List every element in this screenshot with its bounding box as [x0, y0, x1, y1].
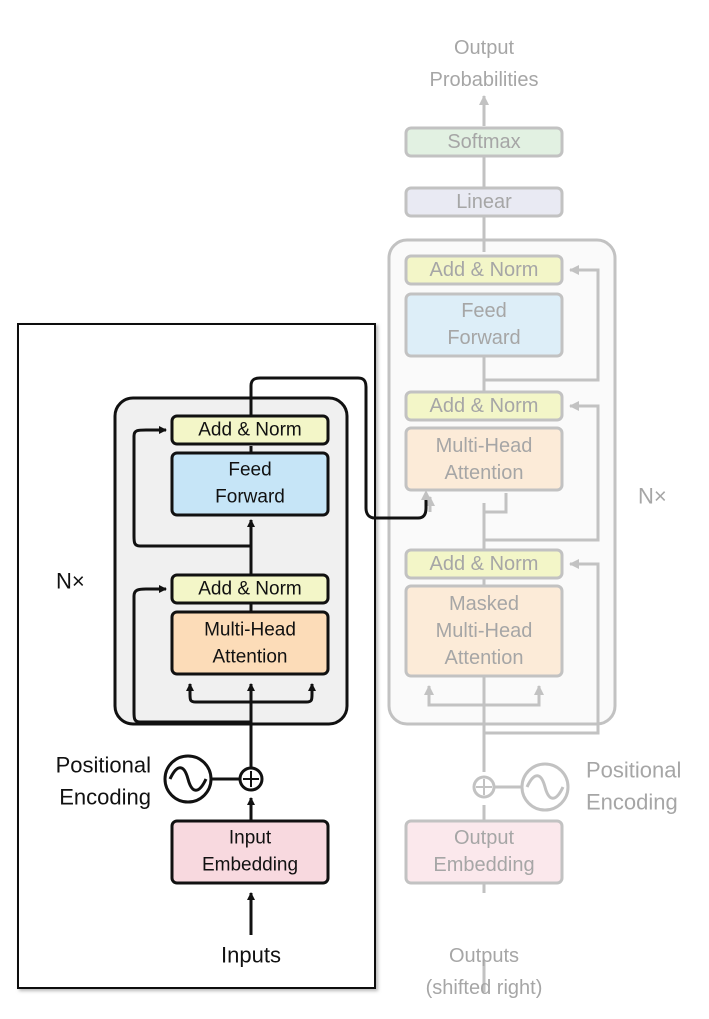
encoder-positional-encoding-line2: Encoding	[59, 785, 151, 810]
encoder-feed-forward-box	[170, 451, 330, 517]
decoder-feed-forward-line1: Feed	[461, 300, 507, 322]
decoder-masked-attention-box	[404, 584, 564, 678]
decoder-linear-label: Linear	[456, 191, 512, 213]
decoder-softmax-label: Softmax	[447, 131, 520, 153]
encoder-attention-line2: Attention	[213, 647, 288, 668]
encoder-add-norm-bottom-box	[170, 573, 330, 605]
encoder-add-norm-bottom-label: Add & Norm	[198, 579, 301, 600]
decoder-outputs-line2: (shifted right)	[426, 977, 543, 999]
encoder-feed-forward-line1: Feed	[228, 460, 271, 481]
decoder-output-embedding-box	[404, 819, 564, 885]
decoder-n-label: N×	[638, 484, 667, 509]
decoder-masked-attention-line1: Masked	[449, 593, 519, 615]
decoder-feed-forward-line2: Forward	[447, 327, 520, 349]
decoder-attention-line2: Attention	[445, 462, 524, 484]
decoder-attention-line1: Multi-Head	[436, 435, 533, 457]
decoder-add-norm-middle-label: Add & Norm	[430, 395, 539, 417]
encoder-input-embedding-line2: Embedding	[202, 855, 298, 876]
encoder-positional-encoding-line1: Positional	[56, 753, 151, 778]
decoder-output-embedding-line1: Output	[454, 827, 514, 849]
encoder-input-embedding-line1: Input	[229, 828, 272, 849]
decoder-linear-box	[404, 186, 564, 218]
encoder-n-label: N×	[56, 569, 85, 594]
encoder-input-embedding-box	[170, 819, 330, 885]
decoder-connectors	[424, 95, 600, 992]
decoder-attention-box	[404, 426, 564, 492]
decoder-outputs-line1: Outputs	[449, 945, 519, 967]
decoder-add-norm-bottom-box	[404, 548, 564, 580]
decoder-output-probabilities-line2: Probabilities	[430, 69, 539, 91]
decoder-add-norm-middle-box	[404, 390, 564, 422]
encoder-inputs-label: Inputs	[221, 943, 281, 968]
decoder-positional-encoding-line2: Encoding	[586, 790, 678, 815]
encoder-attention-box	[170, 610, 330, 676]
decoder-output-embedding-line2: Embedding	[433, 854, 534, 876]
decoder-softmax-box	[404, 126, 564, 158]
decoder-masked-attention-line3: Attention	[445, 647, 524, 669]
encoder-add-norm-top-label: Add & Norm	[198, 420, 301, 441]
encoder-connectors	[132, 376, 428, 935]
decoder: Output Probabilities Softmax Linear Add …	[387, 37, 681, 999]
decoder-feed-forward-box	[404, 292, 564, 358]
decoder-masked-attention-line2: Multi-Head	[436, 620, 533, 642]
decoder-positional-encoding-line1: Positional	[586, 758, 681, 783]
decoder-output-probabilities-line1: Output	[454, 37, 514, 59]
encoder-add-norm-top-box	[170, 414, 330, 446]
decoder-add-norm-bottom-label: Add & Norm	[430, 553, 539, 575]
decoder-add-norm-top-label: Add & Norm	[430, 259, 539, 281]
encoder-panel: Add & Norm Feed Forward Add & Norm Multi…	[17, 323, 431, 989]
encoder-attention-line1: Multi-Head	[204, 620, 296, 641]
decoder-add-norm-top-box	[404, 254, 564, 286]
encoder-feed-forward-line2: Forward	[215, 487, 285, 508]
